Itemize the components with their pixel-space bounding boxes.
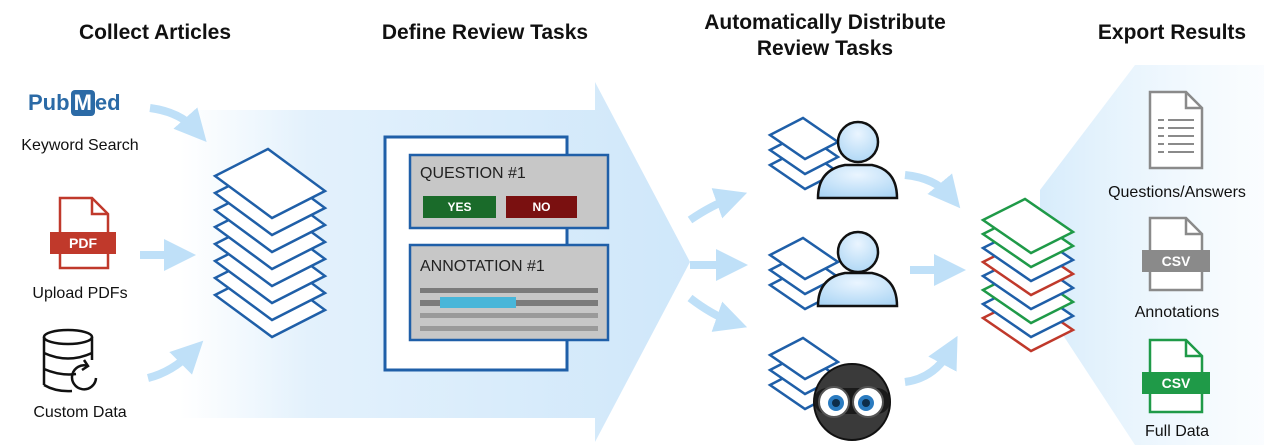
question-title: QUESTION #1 xyxy=(420,165,526,182)
upload-pdfs-label: Upload PDFs xyxy=(32,285,128,302)
source-arrows xyxy=(140,104,966,386)
article-stack xyxy=(212,147,328,339)
arrow-export-1 xyxy=(904,171,961,209)
arrow-custom xyxy=(146,340,204,382)
no-button[interactable]: NO xyxy=(532,200,551,214)
csv-green-file-icon xyxy=(1142,338,1210,414)
questions-answers-label: Questions/Answers xyxy=(1108,184,1246,201)
stage-title-distribute-line2: Review Tasks xyxy=(756,37,894,60)
arrow-pubmed xyxy=(149,104,207,142)
custom-data-label: Custom Data xyxy=(33,404,127,421)
yes-button-bg xyxy=(423,196,496,218)
reviewer-stack-1 xyxy=(767,116,841,191)
no-button-bg xyxy=(506,196,577,218)
full-data-label: Full Data xyxy=(1144,423,1210,440)
stage-title-collect: Collect Articles xyxy=(78,21,232,44)
robot-reviewer-icon xyxy=(813,363,891,441)
reviewer-stack-2 xyxy=(767,236,841,311)
arrow-dist-1 xyxy=(687,188,748,224)
stage-title-distribute: Automatically Distribute Review Tasks xyxy=(665,10,985,62)
arrow-dist-3 xyxy=(687,294,748,332)
annotations-label: Annotations xyxy=(1134,304,1220,321)
csv-gray-file-icon xyxy=(1142,216,1210,292)
csv-tag-full-data: CSV xyxy=(1161,375,1191,391)
annotation-title: ANNOTATION #1 xyxy=(420,258,545,275)
pdf-file-icon xyxy=(50,196,116,270)
database-icon xyxy=(42,328,98,393)
person-icon-2 xyxy=(816,230,899,308)
csv-tag-annotations: CSV xyxy=(1161,253,1191,269)
text-document-icon xyxy=(1148,90,1204,170)
stage-title-export: Export Results xyxy=(1097,21,1247,44)
yes-button[interactable]: YES xyxy=(447,200,472,214)
keyword-search-label: Keyword Search xyxy=(21,137,139,154)
arrow-export-3 xyxy=(904,335,958,386)
stage-title-distribute-line1: Automatically Distribute xyxy=(704,11,946,34)
reviewed-stack xyxy=(980,197,1076,353)
person-icon-1 xyxy=(816,120,899,200)
annotation-highlight xyxy=(440,297,516,308)
pdf-tag: PDF xyxy=(69,235,97,251)
task-board xyxy=(383,135,610,372)
stage-title-define: Define Review Tasks xyxy=(381,21,589,44)
